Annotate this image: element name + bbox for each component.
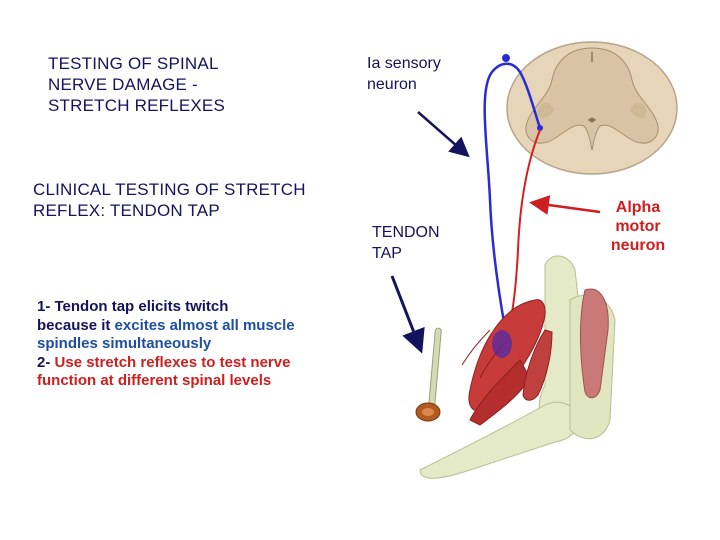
grey-matter (525, 47, 659, 151)
alpha-label-line-3: neuron (610, 237, 666, 254)
ia-label-line-2: neuron (367, 76, 417, 93)
tap-label-line-2: TAP (372, 245, 402, 262)
point-1-line-2b: excites almost all muscle (114, 316, 295, 334)
alpha-label-line-2: motor (615, 218, 661, 235)
point-1-line-2: because it excites almost all muscle (37, 317, 357, 336)
ia-label-line-1: Ia sensory (367, 55, 441, 72)
spinal-cord-cross-section (506, 41, 678, 175)
slide-subtitle: CLINICAL TESTING OF STRETCH REFLEX: TEND… (33, 179, 306, 221)
point-2-line-2: function at different spinal levels (37, 372, 272, 389)
subtitle-line-2: REFLEX: TENDON TAP (33, 201, 220, 220)
slide-title: TESTING OF SPINAL NERVE DAMAGE - STRETCH… (48, 53, 225, 116)
alpha-label-line-1: Alpha (615, 199, 661, 216)
point-2-line-1-text: Use stretch reflexes to test nerve (54, 353, 291, 371)
title-line-3: STRETCH REFLEXES (48, 96, 226, 115)
tendon-tap-label: TENDON TAP (372, 222, 440, 264)
title-line-2: NERVE DAMAGE - (48, 75, 198, 94)
alpha-motor-neuron-label: Alpha motor neuron (605, 198, 671, 255)
tendon-tap-arrow (390, 275, 425, 354)
alpha-motor-arrow (529, 195, 601, 215)
point-1-line-1: 1- Tendon tap elicits twitch (37, 298, 229, 315)
sensory-neuron-cell-body (502, 54, 510, 62)
title-line-1: TESTING OF SPINAL (48, 54, 219, 73)
point-1-line-2a: because it (37, 316, 115, 334)
subtitle-line-1: CLINICAL TESTING OF STRETCH (33, 180, 306, 199)
point-2-line-1: 2- Use stretch reflexes to test nerve (37, 354, 357, 373)
tap-label-line-1: TENDON (372, 224, 440, 241)
muscle-spindle (492, 330, 512, 358)
reflex-hammer-icon (415, 327, 442, 422)
sensory-synapse (537, 125, 543, 131)
ia-sensory-neuron-path (483, 62, 542, 329)
bullet-points: 1- Tendon tap elicits twitch because it … (37, 298, 357, 391)
central-canal (589, 117, 595, 123)
point-1-line-3: spindles simultaneously (37, 335, 212, 352)
point-2-prefix: 2- (37, 353, 55, 371)
ia-sensory-neuron-label: Ia sensory neuron (367, 53, 441, 95)
ia-neuron-arrow (417, 111, 470, 158)
